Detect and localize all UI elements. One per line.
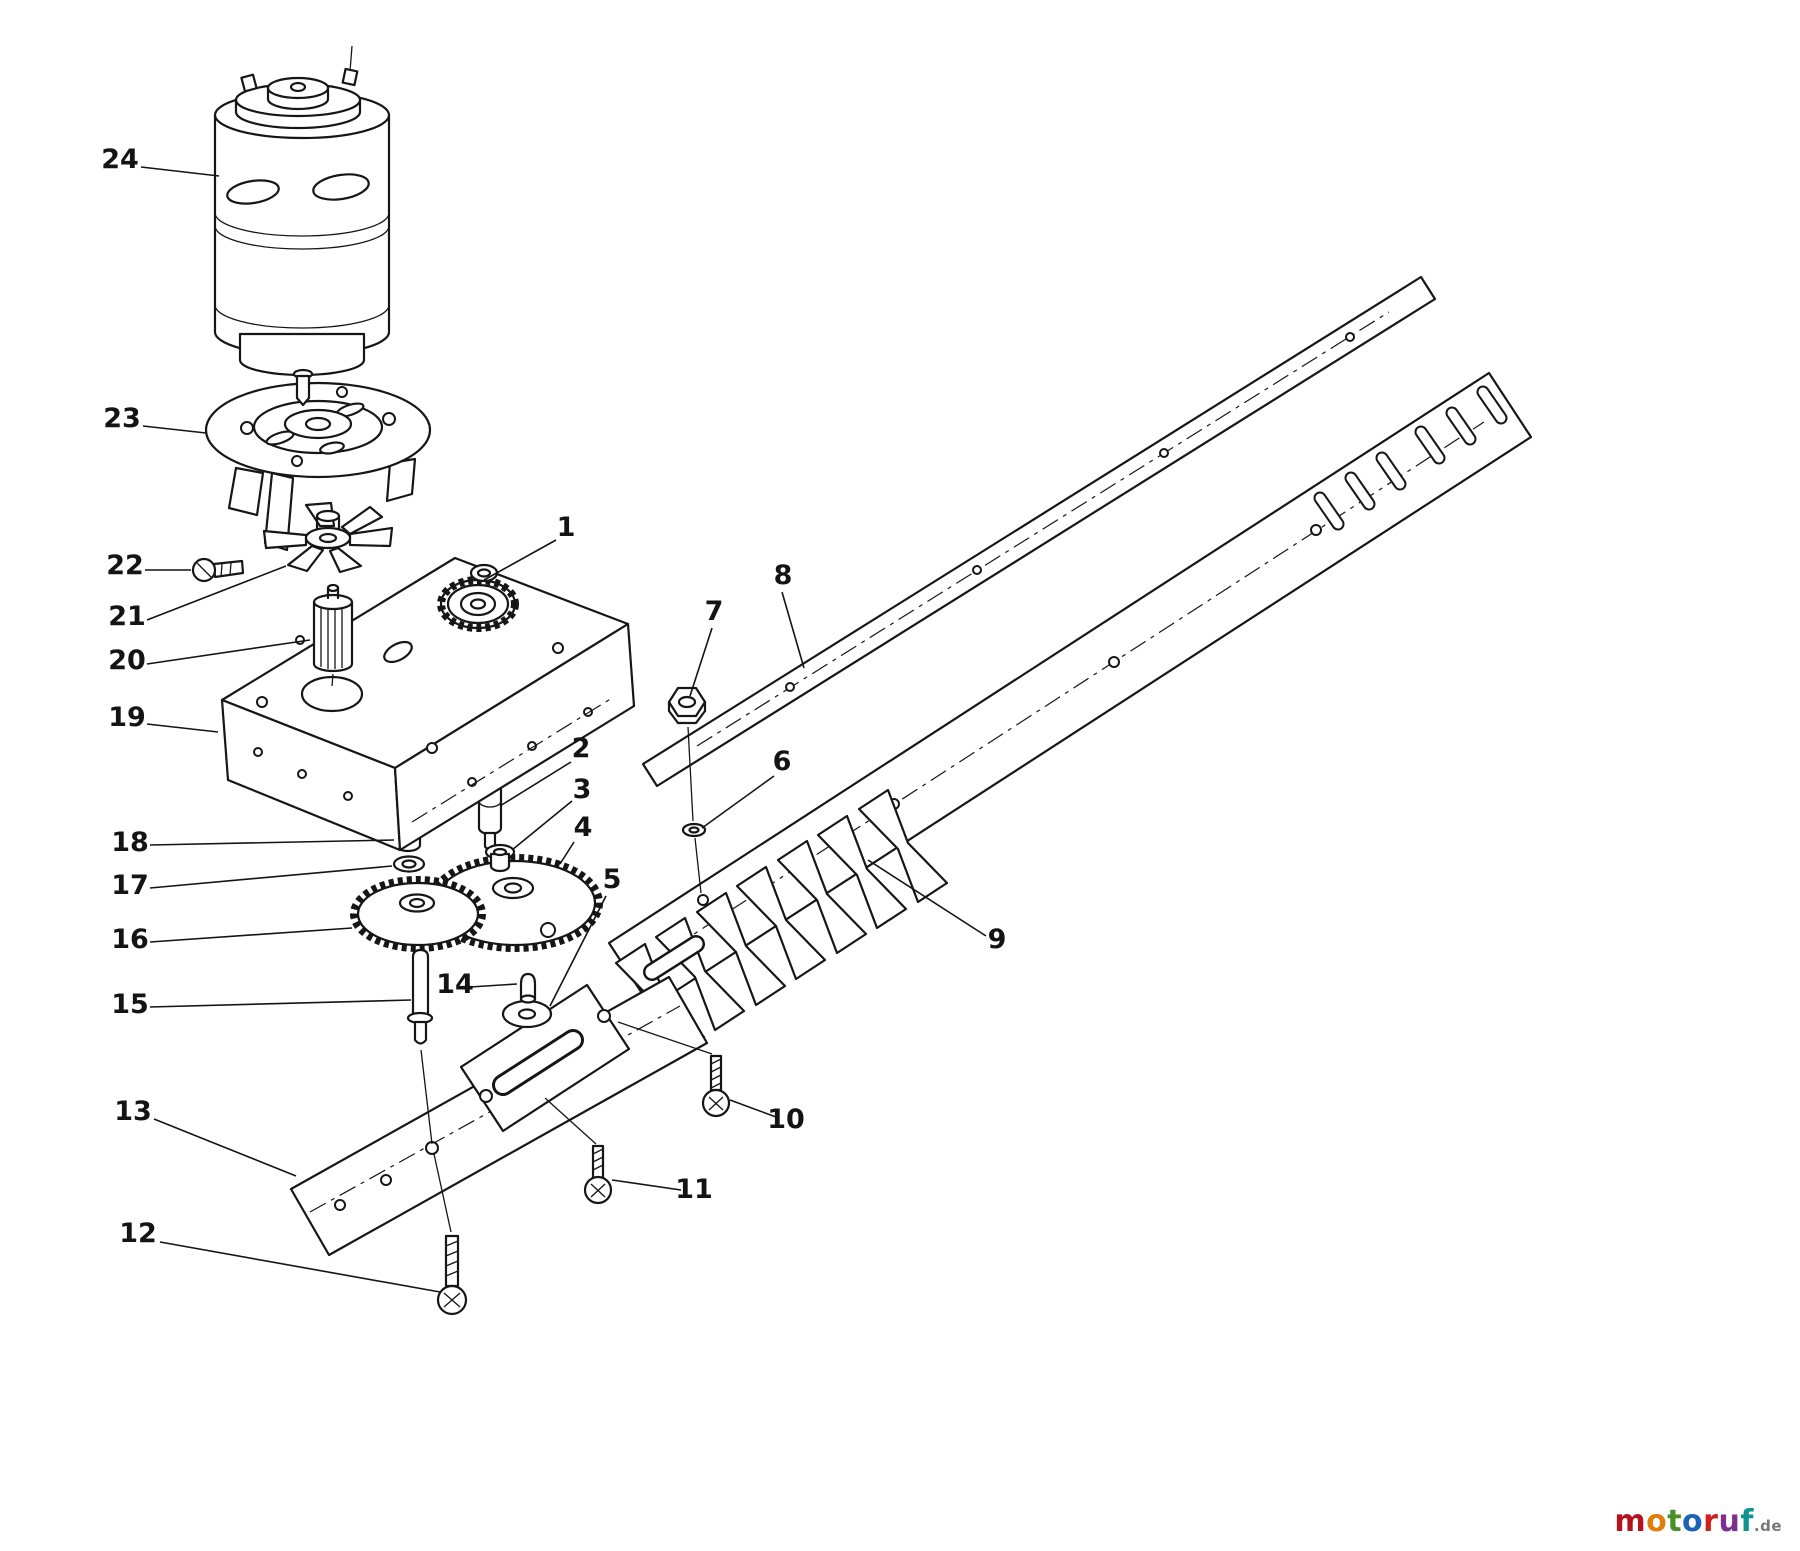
part-number: 15 <box>111 989 149 1020</box>
lock-nut <box>667 686 707 725</box>
eccentric-washer <box>501 999 553 1029</box>
leader-line <box>729 1099 777 1118</box>
screw-11 <box>544 1097 613 1205</box>
leader-line <box>146 565 287 621</box>
callout-18: 18 <box>111 827 395 858</box>
part-number: 16 <box>111 924 149 955</box>
part-number: 1 <box>557 512 576 543</box>
callout-12: 12 <box>119 1218 441 1293</box>
part-number: 14 <box>436 969 474 1000</box>
part-number: 9 <box>988 924 1007 955</box>
leader-line <box>142 425 207 434</box>
callout-8: 8 <box>774 560 805 669</box>
part-number: 11 <box>675 1174 713 1205</box>
part-number: 21 <box>108 601 146 632</box>
part-number: 20 <box>108 645 146 676</box>
leader-line <box>149 865 393 889</box>
part-number: 10 <box>767 1104 805 1135</box>
gearbox-housing <box>220 556 636 852</box>
screw-10 <box>617 1021 731 1118</box>
part-number: 18 <box>111 827 149 858</box>
screw-12 <box>433 1153 468 1316</box>
callout-7: 7 <box>689 596 724 697</box>
leader-line <box>559 841 575 865</box>
part-number: 7 <box>705 596 724 627</box>
leader-line <box>149 999 412 1008</box>
washer-17 <box>392 855 426 873</box>
flat-washer <box>681 726 707 894</box>
leader-line <box>689 627 713 697</box>
callout-6: 6 <box>701 746 792 829</box>
callout-1: 1 <box>483 512 576 581</box>
callout-14: 14 <box>436 969 518 1000</box>
part-number: 19 <box>108 702 146 733</box>
leader-line <box>499 761 572 807</box>
leader-line <box>146 639 311 665</box>
leader-line <box>149 839 395 846</box>
electric-motor <box>213 45 391 407</box>
fan-housing <box>204 381 432 552</box>
driven-gear-small <box>350 876 486 952</box>
part-number: 23 <box>103 403 141 434</box>
crank-pin <box>519 972 537 1004</box>
callout-9: 9 <box>867 859 1007 955</box>
screw-22 <box>191 557 245 583</box>
callout-23: 23 <box>103 403 207 434</box>
callout-22: 22 <box>106 550 191 581</box>
callout-5: 5 <box>549 864 622 1007</box>
part-number: 17 <box>111 870 149 901</box>
callout-21: 21 <box>108 565 287 632</box>
leader-line <box>146 723 219 733</box>
leader-line <box>140 166 220 177</box>
callout-2: 2 <box>499 733 591 807</box>
callout-10: 10 <box>729 1099 805 1135</box>
part-number: 13 <box>114 1096 152 1127</box>
watermark-word: motoruf <box>1614 1504 1754 1539</box>
part-number: 6 <box>773 746 792 777</box>
callouts: 1 2 3 4 5 6 7 8 <box>101 144 1007 1293</box>
part-number: 4 <box>574 812 593 843</box>
leader-line <box>469 983 518 988</box>
callout-16: 16 <box>111 924 353 955</box>
leader-line <box>701 775 775 829</box>
watermark-logo: motoruf.de <box>1614 1504 1782 1539</box>
pinion-gear <box>312 583 354 687</box>
blade-support-bar <box>641 275 1437 788</box>
part-number: 12 <box>119 1218 157 1249</box>
callout-3: 3 <box>511 774 592 851</box>
leader-line <box>781 591 805 669</box>
callout-4: 4 <box>559 812 593 865</box>
leader-line <box>867 859 987 937</box>
leader-line <box>153 1118 297 1177</box>
idler-shaft <box>406 948 434 1145</box>
callout-15: 15 <box>111 989 412 1020</box>
part-number: 5 <box>603 864 622 895</box>
part-number: 24 <box>101 144 139 175</box>
bearing-sleeve <box>484 843 516 873</box>
blade-link-plate <box>459 983 631 1133</box>
bearing-cap <box>469 563 499 583</box>
leader-line <box>549 895 607 1007</box>
callout-24: 24 <box>101 144 220 177</box>
part-number: 3 <box>573 774 592 805</box>
watermark-suffix: .de <box>1753 1517 1782 1535</box>
part-number: 8 <box>774 560 793 591</box>
callout-19: 19 <box>108 702 219 733</box>
leader-line <box>149 927 353 943</box>
callout-17: 17 <box>111 865 393 901</box>
leader-line <box>511 800 573 851</box>
leader-line <box>159 1241 441 1293</box>
leader-line <box>483 539 557 581</box>
callout-13: 13 <box>114 1096 297 1177</box>
leader-line <box>611 1179 682 1191</box>
part-number: 2 <box>572 733 591 764</box>
fan-impeller <box>262 501 394 574</box>
callout-11: 11 <box>611 1174 713 1205</box>
callout-20: 20 <box>108 639 311 676</box>
part-number: 22 <box>106 550 144 581</box>
